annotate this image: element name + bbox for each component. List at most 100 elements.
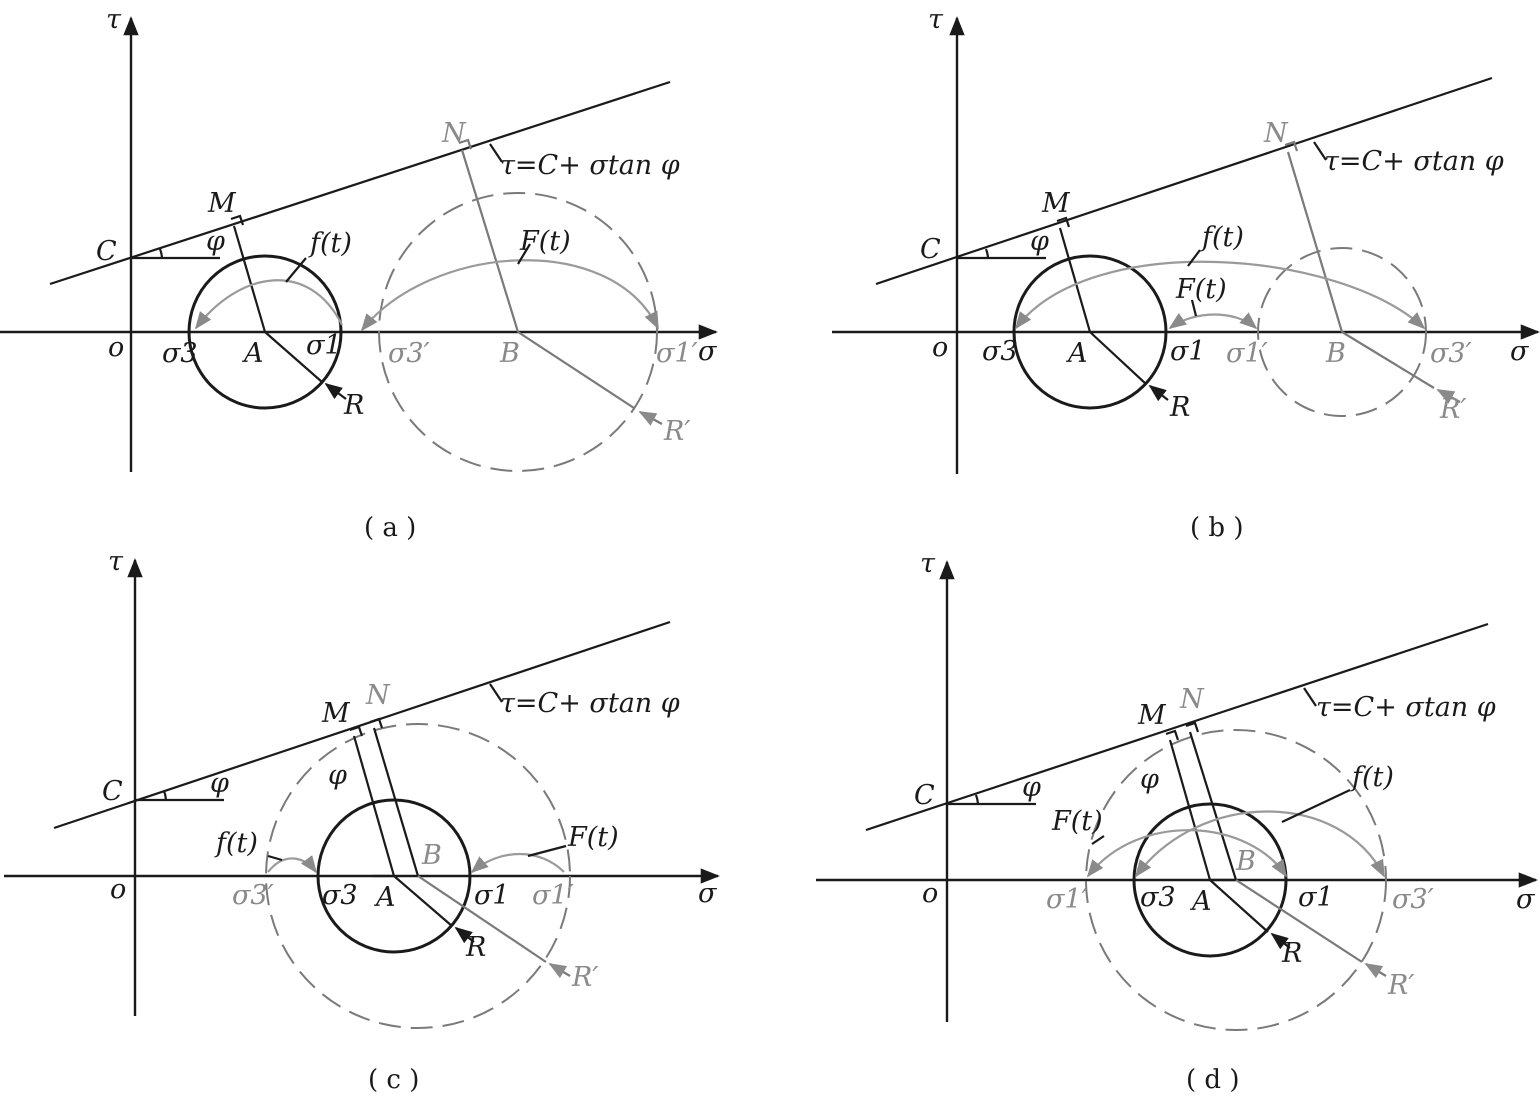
r-prime-label: R′ [571, 962, 598, 993]
panel-c: τ σ o φ C M N φ R R′ A B σ3′ σ3 σ1 σ1′ f [4, 546, 720, 1095]
sigma1-prime-label: σ1′ [1046, 884, 1088, 915]
sigma-axis-label: σ [698, 878, 718, 909]
origin-label: o [108, 332, 124, 363]
strength-envelope-line [49, 80, 671, 286]
center-a-label: A [1065, 338, 1088, 369]
sigma3-prime-label: σ3′ [1430, 338, 1472, 369]
f-t-arc [1134, 810, 1385, 878]
point-m-label: M [207, 188, 237, 219]
point-n-label: N [441, 118, 467, 149]
sigma3-label: σ3 [1140, 882, 1176, 913]
radius-b-to-n [372, 727, 420, 877]
strength-law-label: τ=C+ σtan φ [500, 688, 680, 719]
mohr-circle-b-dashed [1257, 247, 1427, 417]
panel-b: τ σ o φ C M R A σ3 σ1 N R′ B σ1′ σ3′ f(t… [832, 4, 1540, 543]
center-b-label: B [1235, 846, 1256, 877]
sigma1-prime-label: σ1′ [1226, 338, 1268, 369]
sigma3-prime-label: σ3′ [232, 880, 274, 911]
strength-envelope-line [53, 620, 671, 830]
strength-envelope-line [875, 76, 1493, 286]
sigma-axis-label: σ [698, 336, 718, 367]
phi-label-2: φ [328, 760, 347, 791]
sigma1-prime-label: σ1′ [656, 338, 698, 369]
radius-a-to-m [232, 225, 267, 333]
point-m-label: M [1041, 188, 1071, 219]
strength-envelope-line [865, 622, 1489, 832]
strength-law-label: τ=C+ σtan φ [500, 150, 680, 181]
F-t-arc [360, 259, 659, 332]
mohr-circle-b-dashed [265, 723, 571, 1029]
F-t-label: F(t) [1175, 274, 1227, 305]
law-leader [489, 683, 503, 703]
point-n-label: N [365, 680, 391, 711]
mohr-circle-a [1132, 802, 1288, 958]
center-a-label: A [1189, 886, 1212, 917]
point-m-label: M [321, 698, 351, 729]
phi-angle-arc [162, 790, 168, 801]
f-t-label: f(t) [1200, 222, 1244, 253]
radius-b-r-prime [517, 331, 635, 409]
center-a-label: A [241, 338, 264, 369]
f-t-label: f(t) [214, 828, 258, 859]
r-prime-arrow [638, 411, 663, 426]
point-m-label: M [1137, 700, 1167, 731]
right-angle-mark-m [1056, 216, 1071, 228]
r-prime-label: R′ [1387, 970, 1414, 1001]
origin-label: o [110, 874, 126, 905]
radius-b-r-prime [1341, 331, 1435, 389]
f-t-arc [1014, 260, 1426, 330]
phi-angle-arc [984, 248, 990, 259]
point-n-label: N [1263, 118, 1289, 149]
f-t-leader [285, 257, 307, 283]
F-t-arc [470, 853, 565, 874]
sigma1-label: σ1 [1298, 882, 1334, 913]
center-b-label: B [499, 338, 520, 369]
sigma3-label: σ3 [162, 338, 198, 369]
caption-c: ( c ) [368, 1065, 419, 1095]
r-arrow [324, 382, 347, 400]
radius-b-to-n [1188, 731, 1238, 881]
sigma-axis-label: σ [1510, 336, 1530, 367]
origin-label: o [922, 878, 938, 909]
sigma3-label: σ3 [322, 880, 358, 911]
phi-label: φ [1022, 772, 1041, 803]
radius-a-r [393, 875, 453, 927]
law-leader [1303, 687, 1317, 707]
point-c-label: C [920, 234, 941, 265]
r-arrow [454, 926, 475, 944]
F-t-leader [1190, 299, 1198, 317]
r-label: R [343, 390, 364, 421]
sigma3-prime-label: σ3′ [1392, 884, 1434, 915]
right-angle-mark-n [1185, 721, 1200, 733]
F-t-label: F(t) [567, 822, 619, 853]
mohr-circle-a [316, 798, 472, 954]
sigma1-prime-label: σ1′ [532, 880, 574, 911]
f-t-label: f(t) [1350, 762, 1394, 793]
caption-d: ( d ) [1186, 1065, 1239, 1095]
mohr-circle-b-dashed [378, 192, 658, 472]
tau-axis-label: τ [928, 4, 944, 35]
right-angle-mark-m [349, 725, 364, 737]
caption-a: ( a ) [364, 513, 416, 543]
tau-axis-label: τ [106, 4, 122, 35]
strength-law-label: τ=C+ σtan φ [1324, 146, 1504, 177]
radius-a-r [1089, 331, 1147, 385]
right-angle-mark-m [230, 214, 245, 226]
F-t-label: F(t) [1051, 806, 1103, 837]
mohr-circle-b-dashed [1085, 729, 1387, 1031]
law-leader [1313, 141, 1327, 161]
tau-axis-label: τ [920, 548, 936, 579]
sigma1-label: σ1 [1170, 336, 1206, 367]
radius-b-to-n [1286, 151, 1344, 333]
r-arrow [1148, 384, 1169, 402]
point-c-label: C [102, 776, 123, 807]
tau-axis-label: τ [108, 546, 124, 577]
sigma3-label: σ3 [982, 336, 1018, 367]
r-prime-arrow [548, 963, 571, 979]
phi-label: φ [210, 768, 229, 799]
radius-b-to-n [460, 149, 520, 333]
r-label: R [1281, 938, 1302, 969]
r-prime-label: R′ [1439, 394, 1466, 425]
r-label: R [1169, 392, 1190, 423]
r-prime-arrow [1364, 963, 1387, 979]
